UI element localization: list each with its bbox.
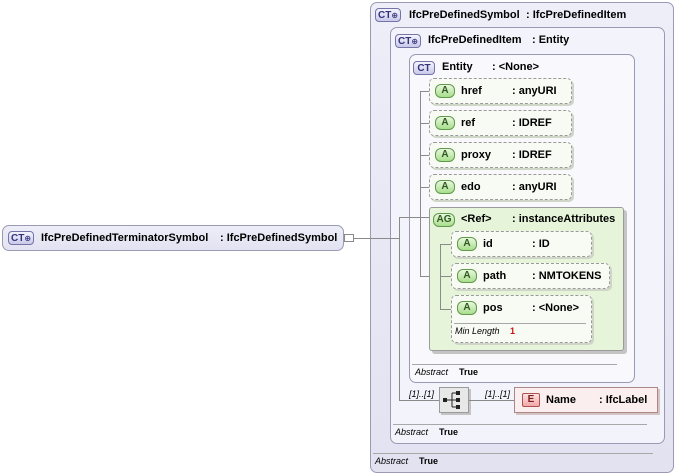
connector-line bbox=[420, 155, 429, 156]
entity-divider bbox=[412, 364, 617, 365]
attribute-icon: A bbox=[457, 301, 477, 315]
attribute-name: id bbox=[483, 238, 493, 250]
entity-abstract-value: True bbox=[459, 367, 479, 377]
attribute-edo[interactable]: A edo : anyURI bbox=[429, 174, 572, 200]
facet-value: 1 bbox=[510, 326, 516, 336]
connector-line bbox=[469, 400, 514, 401]
attribute-type: : NMTOKENS bbox=[532, 270, 602, 282]
attribute-group-name: <Ref> bbox=[461, 213, 492, 225]
attribute-pos[interactable]: A pos : <None> Min Length 1 bbox=[451, 295, 592, 343]
outer-type-base: : IfcPreDefinedItem bbox=[526, 9, 627, 21]
connector-line bbox=[399, 217, 400, 400]
attribute-type: : anyURI bbox=[512, 85, 557, 97]
entity-type-name: Entity bbox=[442, 61, 473, 73]
complex-type-icon: CT⊕ bbox=[395, 34, 421, 48]
attribute-ref[interactable]: A ref : IDREF bbox=[429, 110, 572, 136]
sequence-compositor[interactable] bbox=[439, 387, 469, 413]
outer-abstract-value: True bbox=[419, 456, 439, 466]
element-type: : IfcLabel bbox=[599, 394, 648, 406]
attribute-group-type: : instanceAttributes bbox=[512, 213, 616, 225]
attribute-proxy[interactable]: A proxy : IDREF bbox=[429, 142, 572, 168]
outer-type-name: IfcPreDefinedSymbol bbox=[409, 9, 520, 21]
attribute-href[interactable]: A href : anyURI bbox=[429, 78, 572, 104]
complex-type-icon: CT bbox=[413, 61, 435, 75]
connector-line bbox=[420, 276, 429, 277]
attribute-group-icon: AG bbox=[433, 213, 455, 227]
attribute-id[interactable]: A id : ID bbox=[451, 231, 592, 257]
attribute-icon: A bbox=[457, 237, 477, 251]
connector-line bbox=[440, 309, 451, 310]
attribute-icon: A bbox=[435, 84, 455, 98]
middle-abstract-value: True bbox=[439, 427, 459, 437]
attribute-path[interactable]: A path : NMTOKENS bbox=[451, 263, 610, 289]
attribute-icon: A bbox=[435, 180, 455, 194]
connector-line bbox=[440, 276, 451, 277]
connector-line bbox=[420, 91, 421, 276]
middle-divider bbox=[393, 424, 647, 425]
element-label: Name bbox=[546, 394, 576, 406]
connector-line bbox=[354, 238, 370, 239]
connector-line bbox=[440, 244, 451, 245]
outer-divider bbox=[373, 453, 653, 454]
element-icon: E bbox=[522, 393, 540, 407]
sequence-multiplicity-in: [1]..[1] bbox=[409, 389, 435, 399]
attribute-name: path bbox=[483, 270, 507, 282]
attribute-divider bbox=[454, 323, 586, 324]
middle-type-name: IfcPreDefinedItem bbox=[428, 34, 522, 46]
attribute-type: : IDREF bbox=[512, 117, 552, 129]
attribute-name: proxy bbox=[461, 149, 491, 161]
outer-abstract-label: Abstract bbox=[375, 456, 409, 466]
attribute-type: : anyURI bbox=[512, 181, 557, 193]
facet-label: Min Length bbox=[455, 326, 500, 336]
entity-type-base: : <None> bbox=[492, 61, 540, 73]
connector-line bbox=[370, 238, 400, 239]
attribute-icon: A bbox=[435, 148, 455, 162]
entity-abstract-label: Abstract bbox=[415, 367, 449, 377]
root-type-name: IfcPreDefinedTerminatorSymbol bbox=[41, 232, 209, 244]
attribute-name: ref bbox=[461, 117, 476, 129]
connector-line bbox=[420, 123, 429, 124]
connector-line bbox=[399, 217, 429, 218]
sequence-multiplicity-out: [1]..[1] bbox=[485, 389, 511, 399]
root-type-base: : IfcPreDefinedSymbol bbox=[220, 232, 338, 244]
root-expand-connector[interactable] bbox=[344, 234, 354, 242]
attribute-icon: A bbox=[457, 269, 477, 283]
attribute-type: : ID bbox=[532, 238, 550, 250]
attribute-name: edo bbox=[461, 181, 481, 193]
connector-line bbox=[420, 187, 429, 188]
complex-type-icon: CT⊕ bbox=[375, 8, 401, 22]
sequence-icon bbox=[443, 391, 460, 409]
element-name[interactable]: E Name : IfcLabel bbox=[514, 387, 658, 413]
attribute-name: pos bbox=[483, 302, 503, 314]
middle-abstract-label: Abstract bbox=[395, 427, 429, 437]
attribute-type: : <None> bbox=[532, 302, 580, 314]
root-complex-type[interactable]: CT⊕ IfcPreDefinedTerminatorSymbol : IfcP… bbox=[2, 225, 344, 251]
attribute-icon: A bbox=[435, 116, 455, 130]
middle-type-base: : Entity bbox=[532, 34, 570, 46]
connector-line bbox=[399, 400, 439, 401]
complex-type-icon: CT⊕ bbox=[8, 231, 34, 245]
attribute-type: : IDREF bbox=[512, 149, 552, 161]
attribute-name: href bbox=[461, 85, 482, 97]
connector-line bbox=[420, 91, 429, 92]
